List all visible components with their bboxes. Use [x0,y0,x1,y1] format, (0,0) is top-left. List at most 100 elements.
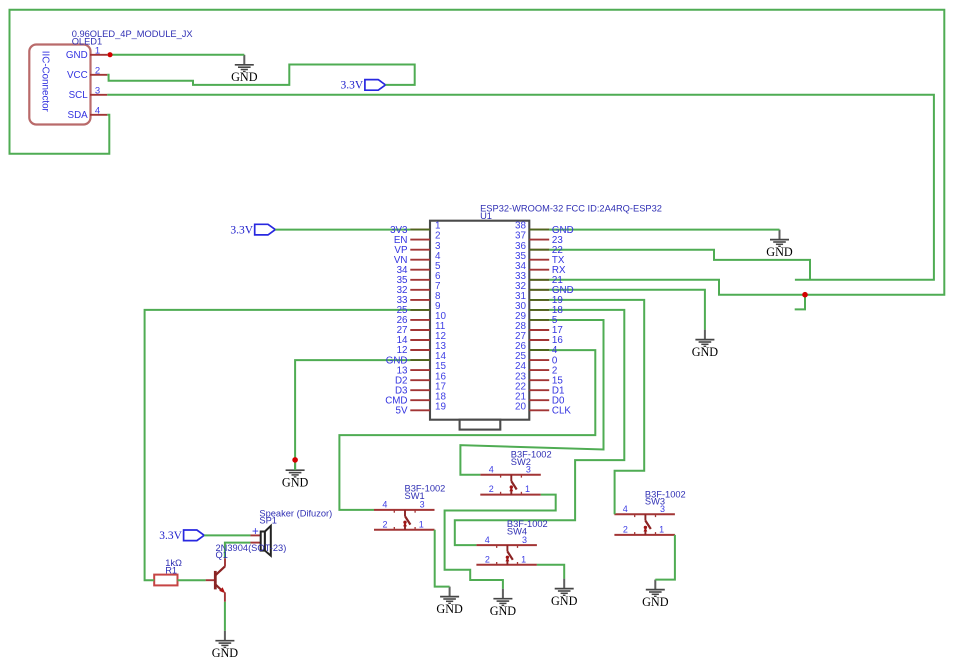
svg-text:16: 16 [435,371,446,382]
svg-text:1: 1 [435,221,441,232]
svg-text:19: 19 [435,401,446,412]
svg-text:2: 2 [552,365,557,376]
svg-text:37: 37 [515,231,526,242]
svg-text:25: 25 [397,305,408,316]
svg-text:B3F-1002: B3F-1002 [645,489,686,499]
svg-text:2: 2 [435,231,441,242]
svg-text:3V3: 3V3 [390,225,408,236]
svg-text:3: 3 [526,465,531,475]
svg-text:GND: GND [231,70,258,84]
svg-text:32: 32 [397,285,408,296]
svg-text:22: 22 [515,381,526,392]
svg-text:17: 17 [552,325,563,336]
svg-text:B3F-1002: B3F-1002 [507,519,548,529]
svg-text:GND: GND [282,475,309,489]
svg-text:GND: GND [551,594,578,608]
svg-text:1: 1 [95,46,100,57]
svg-text:2: 2 [485,554,490,564]
svg-text:4: 4 [489,465,494,475]
svg-text:12: 12 [397,345,408,356]
svg-text:2: 2 [382,519,387,529]
svg-text:6: 6 [435,271,441,282]
svg-text:3: 3 [95,86,100,97]
svg-text:ESP32-WROOM-32 FCC ID:2A4RQ-ES: ESP32-WROOM-32 FCC ID:2A4RQ-ESP32 [480,204,662,214]
svg-text:15: 15 [552,375,563,386]
svg-text:27: 27 [515,331,526,342]
svg-text:SCL: SCL [69,90,89,101]
svg-text:GND: GND [212,646,239,660]
svg-text:19: 19 [552,295,563,306]
svg-text:31: 31 [515,291,526,302]
svg-text:21: 21 [515,391,526,402]
svg-text:11: 11 [435,321,446,332]
svg-text:GND: GND [66,50,88,61]
svg-text:12: 12 [435,331,446,342]
svg-text:GND: GND [766,245,793,259]
svg-text:GND: GND [642,595,669,609]
svg-text:2: 2 [95,66,100,77]
svg-text:2: 2 [623,525,628,535]
svg-text:26: 26 [397,315,408,326]
svg-text:26: 26 [515,341,526,352]
svg-text:5V: 5V [396,406,408,417]
svg-text:34: 34 [515,261,526,272]
svg-text:23: 23 [552,235,563,246]
svg-text:GND: GND [552,285,574,296]
svg-text:VCC: VCC [67,70,88,81]
svg-text:CLK: CLK [552,406,572,417]
svg-text:B3F-1002: B3F-1002 [405,484,446,494]
svg-text:4: 4 [623,504,628,514]
svg-text:24: 24 [515,361,526,372]
svg-text:2: 2 [489,484,494,494]
svg-text:GND: GND [692,345,719,359]
svg-text:4: 4 [95,106,100,117]
svg-text:3: 3 [660,504,665,514]
svg-text:3: 3 [435,241,441,252]
svg-text:3: 3 [420,500,425,510]
svg-text:13: 13 [435,341,446,352]
svg-text:3.3V: 3.3V [230,224,253,236]
svg-text:GND: GND [436,602,463,616]
svg-text:28: 28 [515,321,526,332]
svg-text:4: 4 [435,251,441,262]
svg-text:7: 7 [435,281,441,292]
svg-text:D0: D0 [552,395,565,406]
svg-text:4: 4 [485,535,490,545]
svg-text:D3: D3 [395,385,408,396]
svg-text:20: 20 [515,401,526,412]
svg-text:14: 14 [435,351,446,362]
svg-text:1: 1 [659,525,664,535]
svg-text:25: 25 [515,351,526,362]
svg-text:21: 21 [552,275,563,286]
svg-text:+: + [252,526,259,538]
svg-text:13: 13 [397,365,408,376]
svg-text:IIC-Connector: IIC-Connector [39,51,50,113]
svg-text:15: 15 [435,361,446,372]
svg-text:SP1: SP1 [259,515,277,525]
svg-text:SW2: SW2 [511,457,531,467]
svg-text:Q1: Q1 [216,550,228,560]
svg-text:SW1: SW1 [405,491,425,501]
svg-text:3: 3 [522,535,527,545]
svg-text:U1: U1 [480,211,492,221]
svg-text:CMD: CMD [385,395,407,406]
svg-text:32: 32 [515,281,526,292]
svg-text:D1: D1 [552,385,565,396]
svg-text:10: 10 [435,311,446,322]
svg-text:14: 14 [397,335,408,346]
svg-text:1kΩ: 1kΩ [165,558,182,568]
svg-text:29: 29 [515,311,526,322]
svg-text:SW3: SW3 [645,497,665,507]
svg-text:8: 8 [435,291,441,302]
svg-text:VP: VP [394,245,408,256]
svg-text:TX: TX [552,255,565,266]
svg-text:5: 5 [435,261,441,272]
svg-text:18: 18 [552,305,563,316]
svg-text:3.3V: 3.3V [341,80,364,92]
svg-text:3.3V: 3.3V [159,530,182,542]
svg-text:4: 4 [382,500,387,510]
svg-text:0.96OLED_4P_MODULE_JX: 0.96OLED_4P_MODULE_JX [72,29,193,39]
svg-text:SW4: SW4 [507,527,527,537]
svg-text:30: 30 [515,301,526,312]
svg-text:34: 34 [397,265,408,276]
